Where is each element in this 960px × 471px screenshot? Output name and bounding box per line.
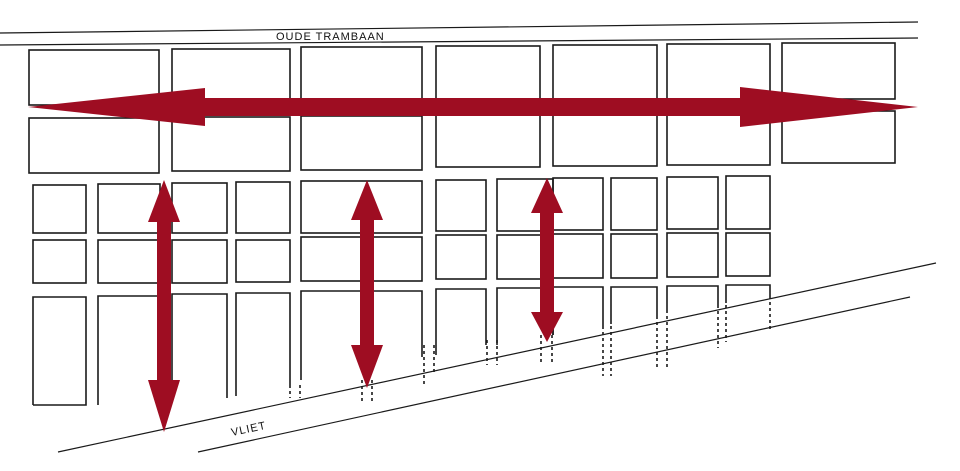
bottom-road-line-upper — [57, 262, 937, 453]
vertical-double-arrow-icon — [531, 178, 563, 342]
plot — [97, 183, 161, 234]
plot — [300, 115, 423, 171]
bottom-street-label: VLIET — [230, 420, 267, 439]
plot — [725, 232, 771, 277]
vertical-double-arrow-icon — [351, 180, 383, 388]
top-road-line-lower — [0, 37, 919, 46]
plot — [435, 179, 487, 232]
plot — [666, 176, 719, 230]
plot — [171, 293, 228, 402]
plot — [610, 286, 658, 324]
plot — [235, 239, 291, 283]
plot — [552, 44, 658, 102]
plot — [32, 296, 87, 406]
plot — [725, 284, 771, 303]
lower-block-row — [32, 284, 771, 406]
plot — [435, 288, 487, 355]
plot — [610, 233, 658, 279]
plot — [300, 46, 423, 104]
plot — [666, 285, 719, 313]
plot — [435, 234, 487, 280]
vertical-double-arrow-icon — [148, 180, 180, 432]
plot — [610, 177, 658, 231]
bottom-road-line-lower — [197, 296, 911, 453]
plot — [28, 117, 160, 174]
top-street-label: OUDE TRAMBAAN — [276, 31, 385, 43]
plot — [97, 239, 161, 284]
middle-block-row — [32, 175, 771, 284]
plot — [725, 175, 771, 230]
plot — [32, 184, 87, 234]
arrows-layer — [28, 87, 918, 432]
plot — [552, 177, 604, 231]
top-road: OUDE TRAMBAAN — [0, 21, 919, 46]
plot — [235, 292, 291, 396]
plot — [552, 113, 658, 167]
plot — [552, 286, 604, 335]
top-road-line-upper — [0, 21, 919, 34]
plot — [435, 45, 541, 103]
horizontal-double-arrow-icon — [28, 87, 918, 127]
plot — [552, 233, 604, 279]
plot — [235, 181, 291, 234]
plot — [171, 116, 291, 172]
plot — [666, 232, 719, 278]
plot — [32, 239, 87, 284]
plot — [781, 42, 896, 100]
plot — [171, 182, 228, 234]
plot — [435, 114, 541, 168]
plot — [171, 239, 228, 284]
